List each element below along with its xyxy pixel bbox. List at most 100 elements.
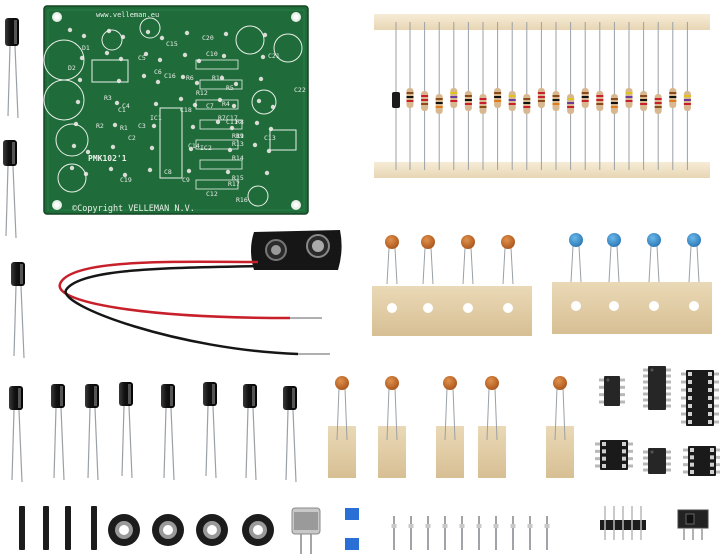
battery-holder-hole xyxy=(207,525,217,535)
pcb-pad xyxy=(153,101,159,107)
ceramic-capacitor xyxy=(485,376,499,390)
socket-contact xyxy=(602,464,606,468)
ic-pin xyxy=(628,442,633,446)
pcb-pad xyxy=(215,119,221,125)
resistor-band xyxy=(421,103,429,105)
ceramic-lead xyxy=(578,245,582,283)
pcb-pad xyxy=(122,172,128,178)
pcb-label: C12 xyxy=(206,190,218,198)
pcb-outline xyxy=(139,17,161,39)
capacitor-stripe xyxy=(128,384,131,404)
pcb-label: R6 xyxy=(186,74,194,82)
ic-pin xyxy=(666,468,671,472)
ic-pin xyxy=(666,392,671,396)
resistor-band xyxy=(406,100,414,102)
ic-pin xyxy=(683,455,688,459)
capacitor-lead xyxy=(7,45,11,117)
pcb-pad xyxy=(108,166,114,172)
ic-body xyxy=(648,448,666,474)
ceramic-capacitor xyxy=(647,233,661,247)
ic-pin xyxy=(666,386,671,390)
ceramic-lead xyxy=(502,247,506,285)
pcb-resistor-outline xyxy=(195,59,239,70)
pcb-label: C18 xyxy=(180,106,192,114)
ic-pin xyxy=(714,420,719,424)
socket-contact xyxy=(710,462,714,467)
pcb-pad xyxy=(188,146,194,152)
battery-clip xyxy=(58,230,342,356)
pcb-label: C4 xyxy=(122,102,130,110)
capacitor-lead xyxy=(205,405,209,477)
socket-contact xyxy=(690,448,694,452)
ic-pin xyxy=(643,392,648,396)
resistor-band xyxy=(654,98,662,100)
pin-collar xyxy=(442,524,448,528)
pcb-pad xyxy=(223,31,229,37)
pcb-label: R10 xyxy=(212,74,224,82)
spacer xyxy=(65,506,71,550)
socket-contact xyxy=(690,462,694,467)
capacitor-lead xyxy=(87,407,91,479)
capacitor-tape xyxy=(478,426,506,478)
resistor-band xyxy=(552,95,560,97)
resistor-band xyxy=(654,106,662,108)
ic-pin xyxy=(666,368,671,372)
ic-pin xyxy=(681,380,686,384)
pcb-pad xyxy=(67,27,73,33)
resistor-band xyxy=(640,103,648,105)
resistor-band xyxy=(640,99,648,101)
microphone xyxy=(291,507,321,554)
pcb-label: R16 xyxy=(236,196,248,204)
pcb-label: C16 xyxy=(164,72,176,80)
pcb-label: R12 xyxy=(196,89,208,97)
capacitor-lead xyxy=(53,407,57,479)
pcb-pad xyxy=(264,170,270,176)
ic-pin xyxy=(666,398,671,402)
pcb-pad xyxy=(178,96,184,102)
socket-contact xyxy=(708,372,712,376)
resistor-band xyxy=(479,102,487,104)
ic-notch xyxy=(650,368,654,372)
pcb-pad xyxy=(79,55,85,61)
pcb-ic-outline xyxy=(159,107,183,179)
pcb-pad xyxy=(69,165,75,171)
capacitor-lead xyxy=(121,405,125,477)
resistor-band xyxy=(523,98,531,100)
spacers xyxy=(19,506,97,550)
ic-dip8-b xyxy=(643,448,671,474)
socket-contact xyxy=(708,412,712,416)
battery-holder-hole xyxy=(253,525,263,535)
tape-hole xyxy=(463,303,473,313)
socket-contact xyxy=(710,470,714,474)
ceramic-lead xyxy=(656,245,660,283)
ceramic-lead xyxy=(386,247,390,285)
ic-pin xyxy=(716,470,720,474)
pcb-label: R5 xyxy=(226,84,234,92)
ic-pin xyxy=(666,374,671,378)
resistor-band xyxy=(406,96,414,98)
resistor-band xyxy=(479,98,487,100)
capacitor-stripe xyxy=(60,386,63,406)
pin-collar xyxy=(544,524,550,528)
ic-pin xyxy=(643,456,648,460)
ic-pin xyxy=(714,380,719,384)
pcb-label: C22 xyxy=(294,86,306,94)
ic-pin xyxy=(666,450,671,454)
ceramic-capacitor xyxy=(687,233,701,247)
ic-notch xyxy=(606,378,610,382)
pcb-pad xyxy=(155,79,161,85)
pcb-label: R14 xyxy=(232,154,244,162)
resistor-band xyxy=(625,92,633,94)
pcb-label: R17 xyxy=(228,180,240,188)
ic-pin xyxy=(683,463,688,467)
pcb-label: C6 xyxy=(154,68,162,76)
pcb-pad xyxy=(192,102,198,108)
resistor-band xyxy=(552,99,560,101)
ic-pin xyxy=(595,464,600,468)
capacitor-lead xyxy=(11,409,15,481)
ic-pin xyxy=(599,400,604,404)
resistor-band xyxy=(669,96,677,98)
resistor-band xyxy=(596,103,604,105)
socket-contact xyxy=(688,388,692,392)
ic-body xyxy=(648,366,666,410)
